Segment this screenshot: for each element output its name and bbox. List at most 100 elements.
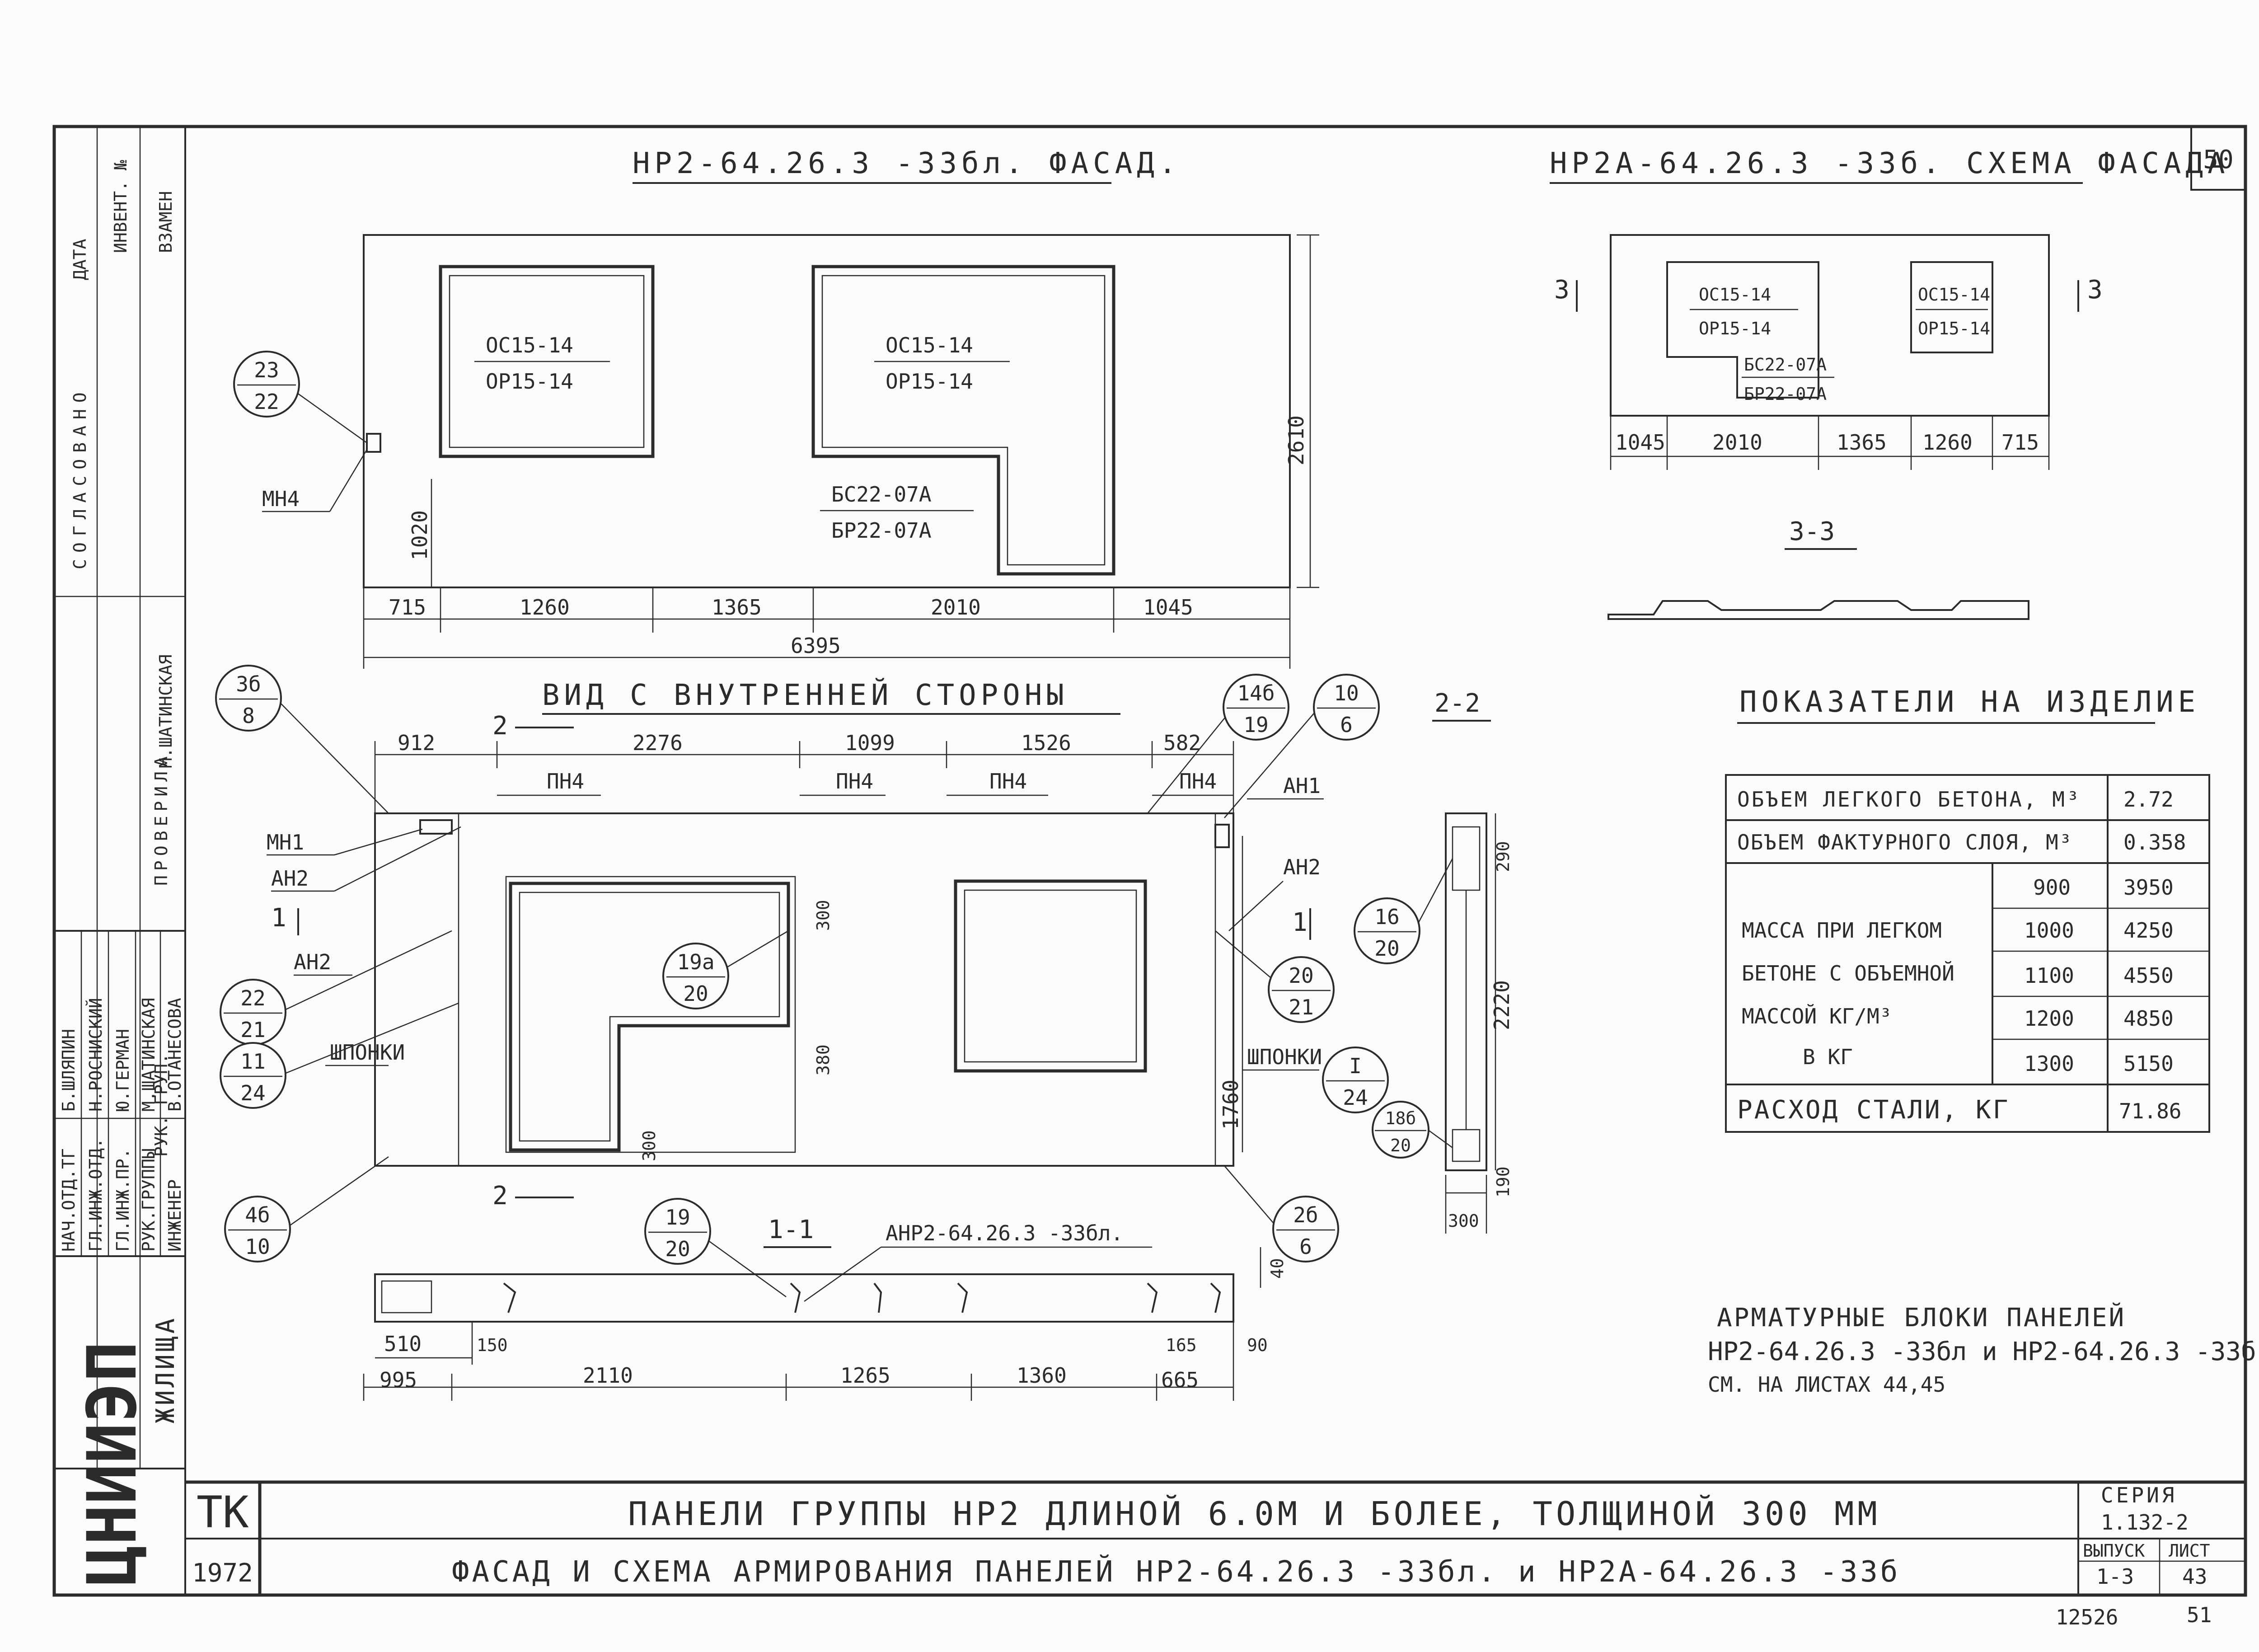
section-3-3-profile <box>1608 600 2029 620</box>
side-proverila: ПРОВЕРИЛА <box>151 752 171 886</box>
idim-1: 912 <box>398 731 435 755</box>
section-mark-1-right: 1 <box>1292 908 1308 937</box>
idim-5: 582 <box>1163 731 1201 755</box>
facade-w1-oc: ОС15-14 <box>486 333 573 357</box>
ind-density-5: 1300 <box>2024 1051 2074 1076</box>
svg-text:14б: 14б <box>1237 681 1275 705</box>
svg-text:2б: 2б <box>1293 1203 1318 1227</box>
label-mn4: МН4 <box>262 487 300 511</box>
corner-number-1: 12526 <box>2056 1605 2118 1629</box>
fdim-4: 2010 <box>931 595 981 620</box>
inner-opening-dims: 300 380 300 1760 <box>639 836 1243 1161</box>
s11-dim-1265: 1265 <box>840 1363 890 1388</box>
svg-text:4б: 4б <box>245 1203 270 1227</box>
tag-19a-20: 19а 20 <box>662 930 789 1009</box>
side-ruk-grup: РУК. ГРУП. <box>151 1053 171 1157</box>
facade-title-right: НР2А-64.26.3 -33б. СХЕМА ФАСАДА <box>1550 147 2229 180</box>
svg-text:16: 16 <box>1374 905 1399 929</box>
name-3: Ю.ГЕРМАН <box>113 1029 133 1112</box>
svg-text:22: 22 <box>254 390 279 414</box>
svg-text:8: 8 <box>242 704 255 728</box>
fdim-1: 715 <box>389 595 426 620</box>
section-mark-3-left: 3 <box>1554 275 1570 305</box>
s11-dim-510: 510 <box>384 1332 422 1356</box>
fdim-2: 1260 <box>520 595 570 620</box>
label-an2-right: АН2 <box>1283 855 1321 879</box>
facade-w1-or: ОР15-14 <box>486 369 573 394</box>
section-mark-1-left: 1 <box>271 903 286 933</box>
name-5: В.ОТАНЕСОВА <box>165 998 185 1112</box>
stamp-title-1: ПАНЕЛИ ГРУППЫ НР2 ДЛИНОЙ 6.0М И БОЛЕЕ, Т… <box>628 1495 1881 1533</box>
sdim-2: 2010 <box>1712 430 1762 455</box>
ind-steel-label: РАСХОД СТАЛИ, КГ <box>1737 1095 2010 1125</box>
svg-text:20: 20 <box>1289 963 1313 988</box>
pn4-1: ПН4 <box>547 769 584 793</box>
s22-dim-2: 2220 <box>1490 980 1514 1030</box>
ind-density-1: 900 <box>2033 875 2071 900</box>
facade-door-bc: БС22-07А <box>831 482 932 507</box>
side-checker-name: М.ШАТИНСКАЯ <box>156 654 176 768</box>
section-1-1-title: 1-1 <box>768 1215 814 1244</box>
facade-door-br: БР22-07А <box>831 518 932 543</box>
tag-10-6: 10 6 <box>1224 674 1380 818</box>
fdim-3: 1365 <box>712 595 762 620</box>
tag-20-21: 20 21 <box>1215 930 1335 1023</box>
side-inv: ИНВЕНТ. № <box>111 160 131 253</box>
ind-mass-1: 3950 <box>2123 875 2174 900</box>
ind-mass-label-4: В КГ <box>1803 1045 1853 1069</box>
indicators-title: ПОКАЗАТЕЛИ НА ИЗДЕЛИЕ <box>1739 685 2200 719</box>
pn4-2: ПН4 <box>836 769 873 793</box>
stamp-title-2: ФАСАД И СХЕМА АРМИРОВАНИЯ ПАНЕЛЕЙ НР2-64… <box>452 1554 1900 1589</box>
svg-text:22: 22 <box>240 986 265 1010</box>
role-3: ГЛ.ИНЖ.ПР. <box>113 1148 133 1252</box>
rebar-note: АРМАТУРНЫЕ БЛОКИ ПАНЕЛЕЙ НР2-64.26.3 -33… <box>1708 1303 2256 1397</box>
institute-logo: ЦНИИЭП <box>73 1341 152 1586</box>
ind-density-3: 1100 <box>2024 963 2074 988</box>
ind-light-volume-value: 2.72 <box>2123 787 2174 812</box>
s11-dim-2110: 2110 <box>583 1363 633 1388</box>
schema-door-br: БР22-07А <box>1744 384 1827 404</box>
facade-title-left: НР2-64.26.3 -33бл. ФАСАД. <box>633 147 1181 180</box>
tag-22-21: 22 21 <box>220 930 452 1046</box>
stamp-sheet-value: 43 <box>2182 1564 2207 1589</box>
svg-text:20: 20 <box>1390 1136 1411 1155</box>
ind-mass-2: 4250 <box>2123 918 2174 943</box>
sheet-number-box <box>2190 126 2246 191</box>
svg-text:20: 20 <box>683 981 708 1006</box>
sdim-3: 1365 <box>1837 430 1887 455</box>
svg-text:I: I <box>1349 1054 1362 1078</box>
sdim-5: 715 <box>2001 430 2039 455</box>
ind-mass-4: 4850 <box>2123 1006 2174 1031</box>
stamp-issue-value: 1-3 <box>2096 1564 2134 1589</box>
section-3-3-title: 3-3 <box>1789 517 1835 546</box>
idim-2: 2276 <box>633 731 683 755</box>
ind-mass-label-1: МАССА ПРИ ЛЕГКОМ <box>1742 918 1942 943</box>
tag-11-24: 11 24 <box>220 1002 459 1109</box>
svg-text:19: 19 <box>1243 713 1268 737</box>
schema-panel: ОС15-14 ОР15-14 ОС15-14 ОР15-14 БС22-07А… <box>1610 234 2050 417</box>
name-1: Б.ШЛЯПИН <box>59 1029 79 1112</box>
tag-23-22: 23 22 <box>233 351 367 444</box>
svg-text:19а: 19а <box>677 950 714 974</box>
schema-w2-oc: ОС15-14 <box>1918 285 1990 305</box>
svg-text:24: 24 <box>1343 1085 1368 1110</box>
pn4-4: ПН4 <box>1179 769 1217 793</box>
tag-2b-6: 2б 6 <box>1224 1165 1339 1262</box>
tag-3b-8: 3б 8 <box>215 665 389 814</box>
section-2-2-title: 2-2 <box>1434 689 1480 718</box>
ind-steel-value: 71.86 <box>2119 1099 2181 1123</box>
section-1-1-note: АНР2-64.26.3 -33бл. <box>886 1221 1123 1245</box>
pn4-labels: ПН4 ПН4 ПН4 ПН4 <box>497 769 1233 796</box>
ind-mass-3: 4550 <box>2123 963 2174 988</box>
ind-density-2: 1000 <box>2024 918 2074 943</box>
rebar-note-1: АРМАТУРНЫЕ БЛОКИ ПАНЕЛЕЙ <box>1717 1303 2126 1333</box>
side-zhilishcha: ЖИЛИЩА <box>151 1316 180 1423</box>
tag-14b-19: 14б 19 <box>1147 674 1289 814</box>
stamp-year: 1972 <box>192 1558 253 1588</box>
side-vzamen: ВЗАМЕН <box>156 191 176 253</box>
ind-facing-volume-label: ОБЪЕМ ФАКТУРНОГО СЛОЯ, М³ <box>1737 830 2072 854</box>
s22-dim-4: 300 <box>1448 1211 1479 1231</box>
dim-2610: 2610 <box>1284 415 1308 465</box>
section-mark-3-right: 3 <box>2087 275 2103 305</box>
dim-1760: 1760 <box>1219 1079 1243 1130</box>
